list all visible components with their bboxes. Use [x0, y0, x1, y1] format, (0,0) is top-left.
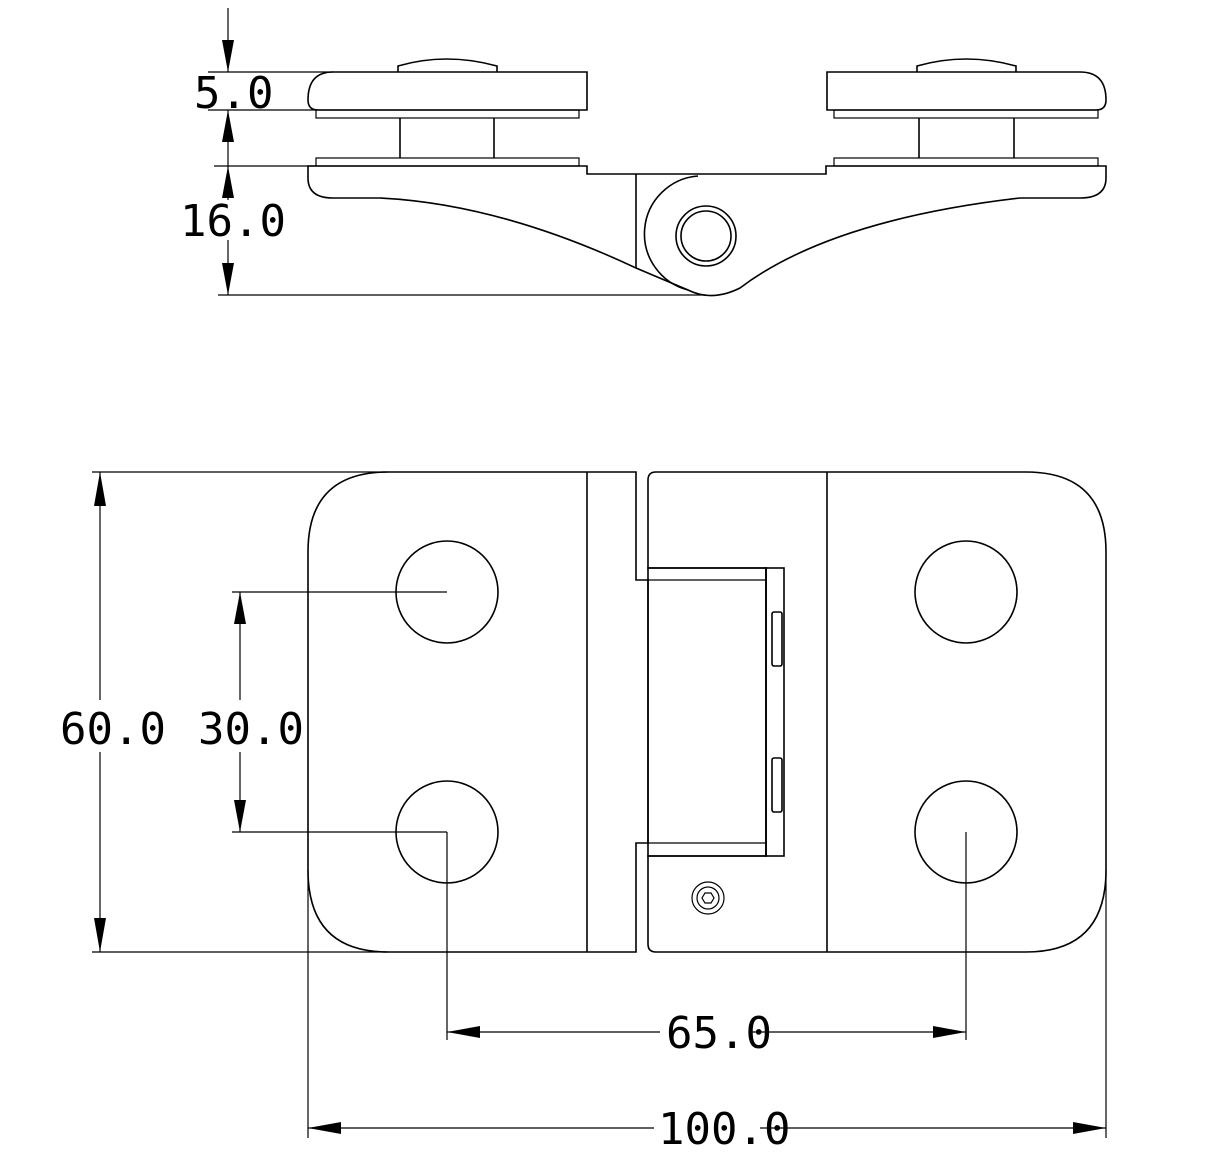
dim-label-overall-height: 60.0 — [60, 704, 166, 755]
front-right-top-hole — [914, 540, 1018, 644]
side-right-top-gasket — [833, 109, 1099, 119]
side-bottom-body — [307, 165, 1107, 297]
side-pivot-pin-outer — [675, 205, 737, 267]
side-right-top-plate — [826, 71, 1107, 111]
side-knuckle-arc — [643, 175, 699, 291]
side-pivot-pin-inner — [680, 210, 732, 262]
dim-arrow — [308, 1122, 341, 1134]
side-left-bottom-gasket — [315, 157, 580, 167]
dim-arrow — [1073, 1122, 1106, 1134]
dim-arrow — [933, 1026, 966, 1038]
dim-arrow — [94, 918, 106, 952]
front-knuckle-spine — [765, 567, 785, 857]
front-set-screw-inner — [696, 886, 720, 910]
side-right-top-screw-head — [916, 58, 1017, 72]
front-set-screw-outer — [691, 881, 725, 915]
dim-arrow — [447, 1026, 480, 1038]
front-right-leaf — [647, 471, 1107, 953]
front-set-screw-hex — [701, 892, 715, 904]
dim-label-side-height: 16.0 — [180, 196, 286, 247]
front-knuckle-slot-top — [771, 611, 783, 667]
side-left-top-gasket — [315, 109, 580, 119]
dim-arrow — [222, 110, 234, 142]
dim-arrow — [222, 263, 234, 295]
front-knuckle-slot-bottom — [771, 757, 783, 813]
front-left-leaf — [307, 471, 649, 953]
front-knuckle-body — [647, 567, 767, 857]
dim-arrow — [94, 472, 106, 506]
side-left-top-screw-head — [397, 58, 498, 72]
dim-arrow — [234, 592, 246, 624]
side-left-top-plate — [307, 71, 588, 111]
side-view: 5.0 16.0 — [180, 8, 1107, 297]
dim-label-plate-thickness: 5.0 — [194, 68, 273, 119]
dim-label-hole-spacing-vertical: 30.0 — [198, 704, 304, 755]
dim-arrow — [222, 40, 234, 72]
side-right-bottom-gasket — [833, 157, 1099, 167]
dim-label-hole-spacing-horizontal: 65.0 — [666, 1008, 772, 1059]
front-view: 60.0 30.0 65.0 100.0 — [60, 471, 1107, 1155]
dim-label-overall-width: 100.0 — [658, 1104, 790, 1155]
dim-arrow — [234, 800, 246, 832]
